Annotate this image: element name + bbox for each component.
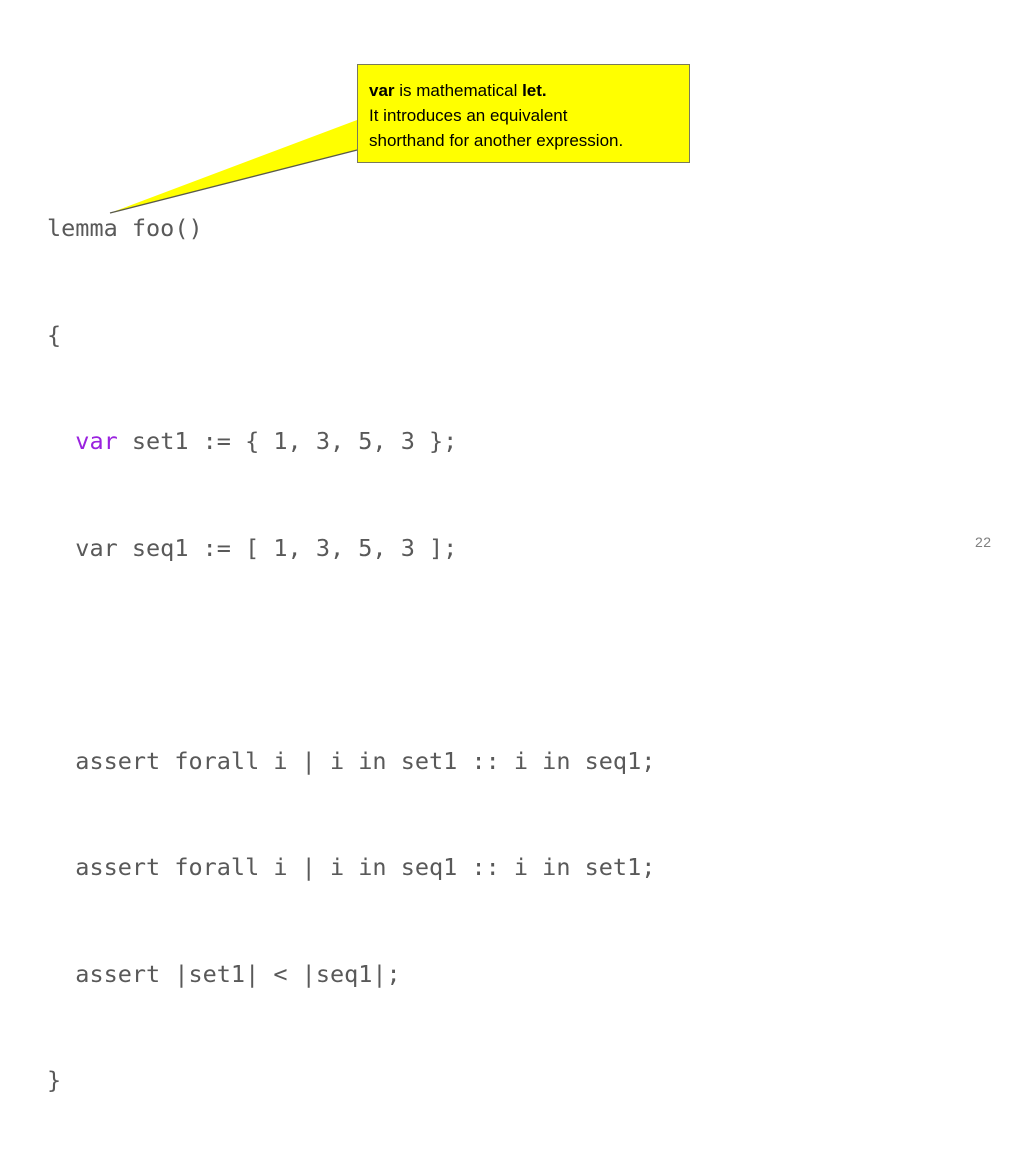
code-line-lemma-signature: lemma foo() <box>47 211 655 247</box>
code-line-var-seq1: var seq1 := [ 1, 3, 5, 3 ]; <box>47 531 655 567</box>
code-listing: lemma foo() { var set1 := { 1, 3, 5, 3 }… <box>47 140 655 1152</box>
code-text: assert |set1| < |seq1|; <box>47 959 401 988</box>
callout-box <box>357 64 690 163</box>
code-line-blank <box>47 637 655 673</box>
callout-term-var: var <box>369 81 395 100</box>
callout-annotation: var is mathematical let. It introduces a… <box>357 64 690 163</box>
code-text: assert forall i | i in seq1 :: i in set1… <box>47 853 656 881</box>
code-text: var seq1 := [ 1, 3, 5, 3 ]; <box>47 533 458 562</box>
code-line-open-brace: { <box>47 318 655 354</box>
callout-term-let: let. <box>522 81 547 100</box>
callout-line-2: It introduces an equivalent <box>369 106 568 125</box>
callout-line-3: shorthand for another expression. <box>369 131 624 150</box>
keyword-var: var <box>75 427 118 455</box>
code-line-assert-seq-in-set: assert forall i | i in seq1 :: i in set1… <box>47 850 655 886</box>
code-line-assert-set-in-seq: assert forall i | i in set1 :: i in seq1… <box>47 744 655 780</box>
code-text: assert forall i | i in set1 :: i in seq1… <box>47 746 656 775</box>
code-indent <box>47 427 75 455</box>
callout-line-1: var is mathematical let. <box>369 78 684 103</box>
slide-canvas: lemma foo() { var set1 := { 1, 3, 5, 3 }… <box>47 64 992 1094</box>
code-line-assert-cardinality: assert |set1| < |seq1|; <box>47 957 655 993</box>
code-text: set1 := { 1, 3, 5, 3 }; <box>117 427 458 455</box>
code-text: } <box>47 1066 62 1094</box>
code-text: { <box>47 320 62 349</box>
code-line-close-brace: } <box>47 1063 655 1099</box>
callout-text: var is mathematical let. It introduces a… <box>369 78 684 153</box>
callout-line-1-middle: is mathematical <box>394 81 523 100</box>
code-text: lemma foo() <box>47 214 203 242</box>
page-number: 22 <box>975 534 992 550</box>
code-line-var-set1: var set1 := { 1, 3, 5, 3 }; <box>47 424 655 460</box>
